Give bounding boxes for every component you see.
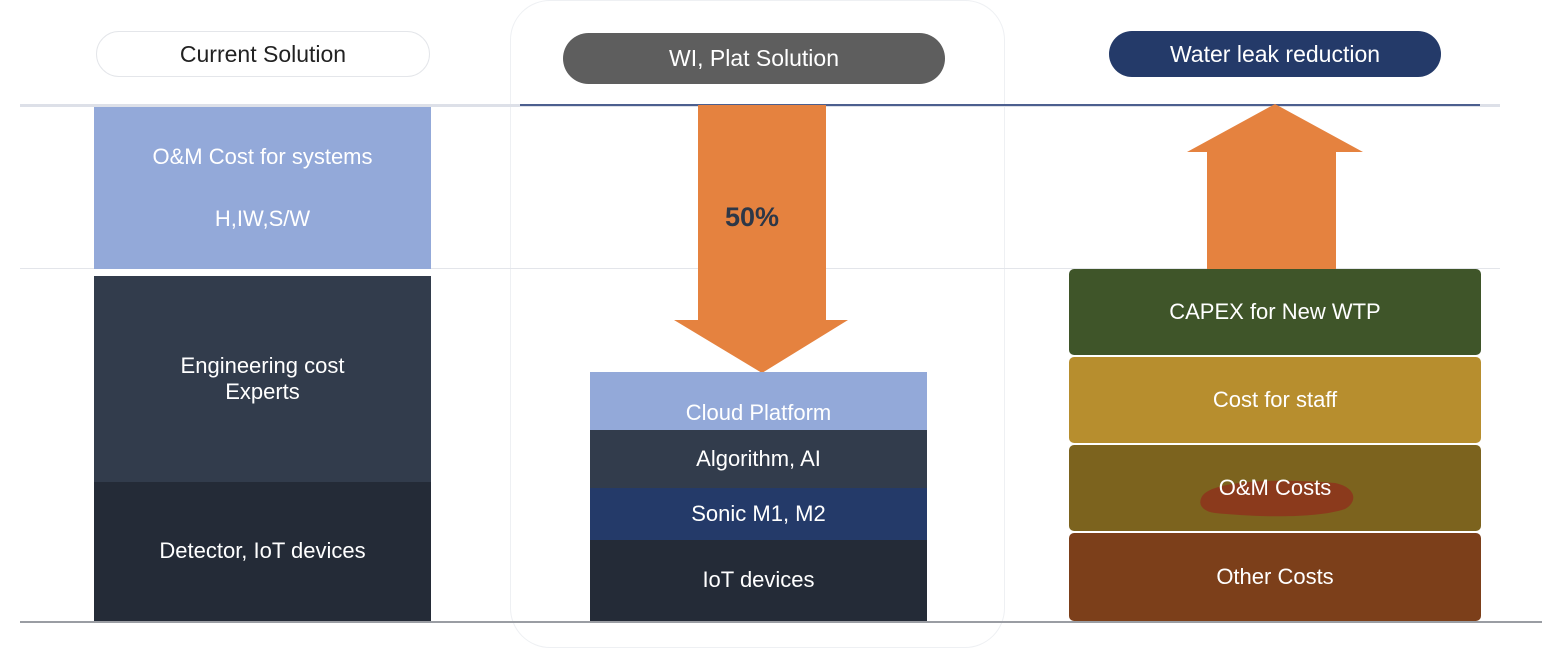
om-costs-block: O&M Costs (1069, 445, 1481, 531)
up-arrow-icon (1187, 104, 1363, 272)
iot-devices-block: IoT devices (590, 540, 927, 621)
engineering-cost-label: Engineering cost (180, 352, 345, 378)
other-costs-block: Other Costs (1069, 533, 1481, 621)
om-costs-label: O&M Costs (1218, 474, 1332, 500)
water-leak-header: Water leak reduction (1109, 31, 1441, 77)
staff-cost-label: Cost for staff (1212, 386, 1338, 412)
reduction-percent-label: 50% (725, 202, 780, 232)
capex-label: CAPEX for New WTP (1169, 298, 1381, 324)
sonic-label: Sonic M1, M2 (691, 500, 826, 526)
highlight-scribble-icon (1200, 480, 1354, 517)
detector-label: Detector, IoT devices (159, 538, 366, 564)
platform-solution-header: WI, Plat Solution (563, 33, 945, 84)
capex-block: CAPEX for New WTP (1069, 269, 1481, 355)
middle-panel (510, 0, 1005, 648)
cloud-platform-block: Cloud Platform (590, 372, 927, 430)
staff-cost-block: Cost for staff (1069, 357, 1481, 443)
current-solution-header: Current Solution (96, 31, 430, 77)
om-cost-block: O&M Cost for systems H,IW,S/W (94, 107, 431, 269)
water-leak-label: Water leak reduction (1169, 40, 1381, 67)
engineering-cost-block: Engineering cost Experts (94, 276, 431, 482)
algorithm-block: Algorithm, AI (590, 430, 927, 488)
algorithm-label: Algorithm, AI (696, 445, 821, 471)
top-divider-accent (520, 104, 1480, 106)
baseline (20, 621, 1542, 623)
om-cost-label: O&M Cost for systems (152, 143, 373, 169)
experts-label: Experts (225, 379, 300, 404)
iot-devices-label: IoT devices (702, 567, 815, 593)
platform-solution-label: WI, Plat Solution (668, 45, 840, 71)
om-systems-label: H,IW,S/W (214, 206, 311, 231)
cloud-platform-label: Cloud Platform (685, 399, 832, 425)
down-arrow-icon (674, 105, 848, 373)
other-costs-label: Other Costs (1216, 563, 1334, 589)
current-solution-label: Current Solution (179, 40, 347, 67)
detector-block: Detector, IoT devices (94, 482, 431, 621)
sonic-block: Sonic M1, M2 (590, 488, 927, 540)
